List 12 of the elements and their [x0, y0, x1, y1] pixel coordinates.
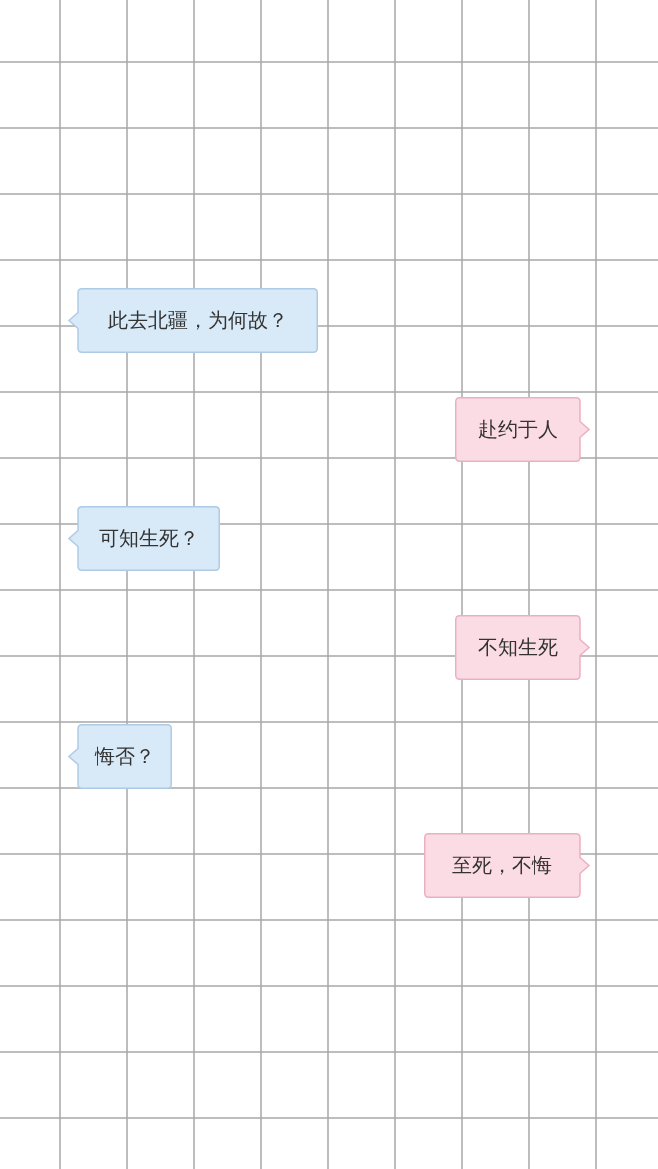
message-text: 赴约于人: [477, 416, 558, 443]
chat-bubble: [455, 397, 590, 462]
chat-bubble: [68, 724, 172, 789]
chat-bubble: [424, 833, 590, 898]
chat-bubble: [455, 615, 590, 680]
message-text: 悔否？: [95, 743, 155, 770]
message-text: 此去北疆，为何故？: [108, 307, 288, 334]
chat-bubble: [68, 288, 318, 353]
message-text: 可知生死？: [99, 525, 199, 552]
message-text: 不知生死: [477, 634, 558, 661]
chat-bubble: [68, 506, 220, 571]
message-text: 至死，不悔: [452, 852, 552, 879]
